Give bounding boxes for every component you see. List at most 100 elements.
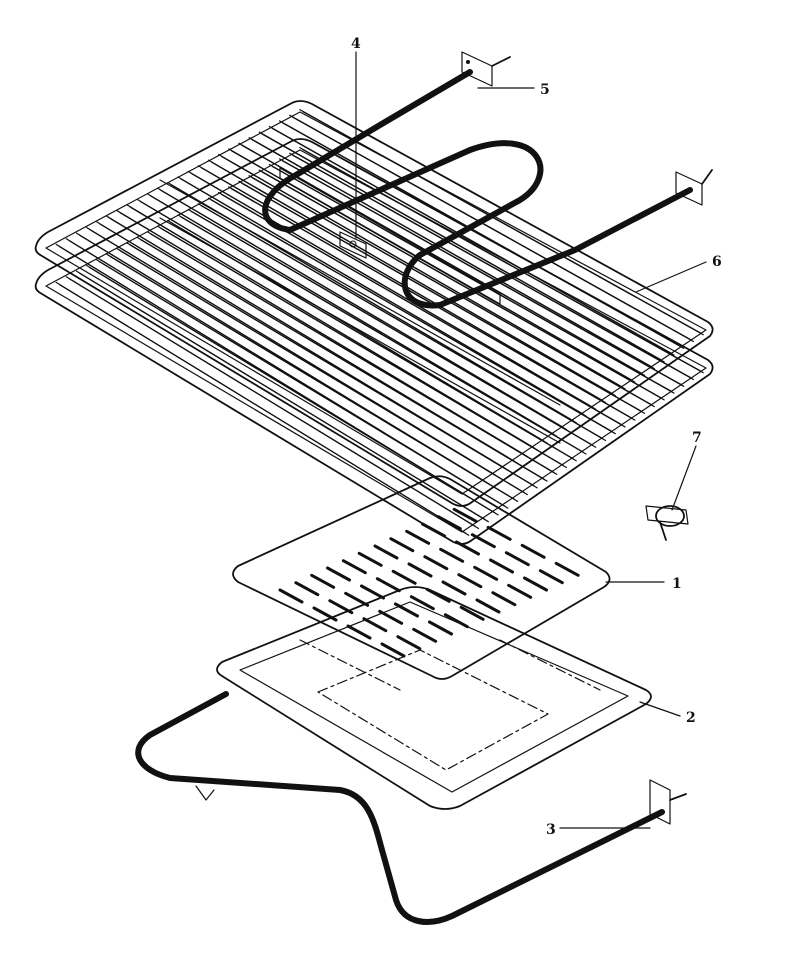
insert-slot — [346, 624, 372, 640]
leader-2 — [639, 701, 681, 717]
upper-rack-bar — [109, 217, 519, 464]
upper-rack-bar — [139, 200, 548, 444]
insert-slot — [439, 547, 465, 563]
upper-rack-bar — [160, 189, 568, 431]
bake-element — [135, 691, 687, 925]
upper-rack-bar — [241, 144, 646, 376]
upper-rack-bar — [180, 178, 587, 417]
insert-slot — [312, 606, 338, 622]
lower-rack-frame — [34, 138, 714, 545]
upper-rack-bar — [78, 234, 489, 485]
lower-rack-cross-wire — [159, 217, 561, 444]
thermostat — [645, 505, 689, 541]
insert-slot — [436, 515, 462, 531]
insert-slot — [441, 580, 467, 596]
leader-6 — [635, 261, 707, 293]
broil-pan-insert — [232, 475, 611, 680]
broil-element — [262, 51, 713, 309]
insert-slot — [380, 642, 406, 658]
callout-1: 1 — [672, 576, 682, 592]
upper-rack-bar — [281, 122, 685, 349]
insert-slot — [507, 583, 533, 599]
insert-slot — [378, 609, 404, 625]
lower-rack-bar — [221, 193, 626, 428]
upper-rack-bar — [149, 195, 558, 437]
bake-terminal-bracket — [649, 779, 687, 825]
insert-slot — [459, 605, 485, 621]
upper-rack-bar — [190, 172, 597, 410]
insert-slot — [362, 617, 388, 633]
insert-slot — [344, 591, 370, 607]
insert-slot — [554, 561, 580, 577]
lower-rack-inner-frame — [45, 149, 707, 533]
upper-rack-bar — [58, 245, 470, 498]
insert-slot — [341, 559, 367, 575]
lower-rack-bar — [180, 216, 587, 455]
upper-rack-bar — [129, 206, 538, 451]
insert-slot — [294, 581, 320, 597]
upper-rack-bar — [261, 133, 665, 363]
lower-rack-bar — [78, 272, 489, 523]
insert-slot — [360, 584, 385, 600]
leader-7 — [671, 445, 697, 511]
insert-slot — [455, 540, 480, 556]
leader-lines — [355, 51, 707, 829]
upper-rack-cross-wire — [159, 179, 561, 406]
upper-rack-bar — [99, 223, 509, 471]
oven-rack — [34, 100, 714, 545]
insert-slot — [412, 627, 438, 643]
lower-rack-bar — [271, 165, 675, 394]
broil-terminal-bracket-top — [461, 51, 511, 87]
insert-slot — [457, 573, 483, 589]
insert-slot — [538, 569, 564, 585]
upper-rack-bar — [251, 139, 655, 370]
insert-slot — [428, 620, 453, 636]
insert-slot — [407, 562, 433, 578]
upper-rack-bar — [221, 155, 626, 390]
insert-slot — [452, 507, 478, 523]
upper-rack-bar — [119, 212, 528, 458]
upper-rack-bar — [210, 161, 616, 397]
lower-rack-bar — [292, 154, 695, 381]
insert-slot — [421, 522, 446, 538]
insert-slot — [423, 555, 449, 571]
insert-slot — [473, 565, 499, 581]
insert-slot — [409, 595, 435, 611]
callout-6: 6 — [712, 254, 722, 270]
upper-rack-frame — [34, 100, 714, 507]
insert-slot — [523, 576, 548, 592]
insert-slot — [391, 569, 417, 585]
upper-rack-inner-frame — [45, 111, 707, 495]
callout-7: 7 — [692, 430, 702, 446]
insert-slot — [394, 602, 419, 618]
lower-rack-bar — [210, 199, 616, 435]
callout-3: 3 — [546, 822, 556, 838]
element-support — [279, 167, 501, 305]
insert-slot — [405, 529, 431, 545]
insert-slot — [491, 591, 517, 607]
upper-rack-bar — [302, 111, 704, 336]
lower-rack-bar — [190, 210, 597, 448]
callout-labels: 4 5 6 7 1 2 3 — [351, 36, 722, 838]
insert-slot — [470, 533, 496, 549]
insert-slot — [375, 577, 401, 593]
insert-slot — [278, 588, 304, 604]
insert-slot — [489, 558, 514, 574]
insert-slot — [326, 566, 351, 582]
callout-5: 5 — [540, 82, 550, 98]
insert-slot — [504, 551, 530, 567]
upper-rack-bar — [89, 228, 499, 478]
insert-slot — [357, 551, 383, 567]
broil-pan — [216, 586, 652, 810]
insert-slot — [373, 544, 399, 560]
insert-slot — [310, 573, 336, 589]
upper-rack-bar — [68, 240, 480, 492]
lower-rack-bar — [302, 149, 704, 374]
broil-terminal-bracket-right — [675, 169, 713, 206]
lower-rack-bar — [58, 283, 470, 536]
insert-slot — [475, 598, 501, 614]
insert-slot — [396, 635, 422, 651]
insert-slot — [520, 543, 546, 559]
upper-rack-bar — [271, 127, 675, 356]
